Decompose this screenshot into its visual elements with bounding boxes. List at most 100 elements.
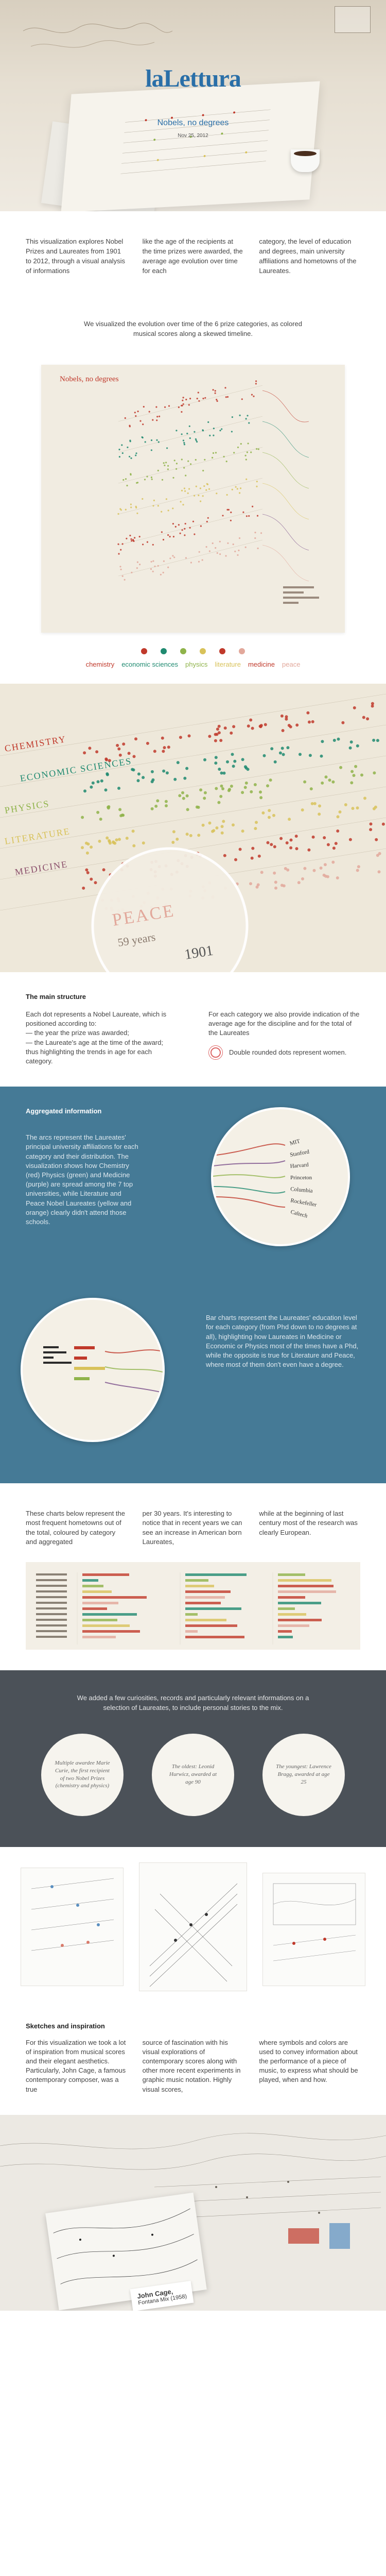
laureate-dot [216, 400, 218, 402]
laureate-dot [232, 765, 235, 768]
laureate-dot [108, 759, 111, 762]
laureate-dot [311, 720, 314, 723]
laureate-dot [173, 556, 176, 558]
intro-paragraph-3: category, the level of education and deg… [259, 238, 357, 275]
hometown-label-bar [36, 1584, 67, 1587]
laureate-dot [221, 787, 224, 791]
laureate-dot [226, 509, 229, 511]
laureate-dot [247, 415, 249, 417]
laureate-dot [189, 437, 191, 439]
laureate-dot [328, 778, 331, 782]
laureate-dot [303, 867, 307, 870]
hometown-bar [185, 1607, 241, 1610]
coffee-cup-image [291, 149, 320, 172]
laureate-dot [266, 784, 269, 788]
laureate-dot [213, 434, 215, 436]
uni-label-3: Harvard [290, 1162, 309, 1170]
laureate-dot [222, 771, 226, 775]
laureate-dot [125, 478, 127, 480]
laureate-dot [256, 515, 259, 517]
evolution-text: We visualized the evolution over time of… [84, 320, 302, 338]
laureate-dot [129, 534, 131, 537]
laureate-dot [273, 760, 277, 764]
laureate-dot [178, 406, 180, 409]
laureate-dot [216, 493, 218, 495]
laureate-dot [235, 486, 237, 488]
laureate-dot [323, 836, 326, 840]
laureate-dot [241, 791, 244, 794]
laureate-dot [116, 743, 119, 747]
laureate-dot [231, 416, 233, 418]
poster-timeline-graphic [117, 380, 319, 604]
hometown-bar [185, 1630, 198, 1633]
aggregated-text-2: Bar charts represent the Laureates' educ… [206, 1314, 359, 1369]
hometown-bar [185, 1601, 221, 1604]
laureate-dot [199, 788, 203, 792]
laureate-dot [318, 804, 321, 808]
laureate-dot [208, 735, 212, 738]
laureate-dot [338, 810, 342, 814]
laureate-dot [172, 555, 174, 557]
uni-label-7: Caltech [290, 1209, 308, 1219]
category-legend: chemistry economic sciences physics lite… [0, 660, 386, 684]
laureate-dot [218, 768, 221, 771]
laureate-dot [268, 816, 271, 819]
laureate-dot [152, 570, 154, 572]
laureate-dot [308, 754, 312, 757]
laureate-dot [139, 420, 142, 422]
hometown-bar [278, 1579, 331, 1582]
laureate-dot [336, 815, 340, 819]
laureate-dot [245, 515, 248, 517]
laureate-dot [202, 495, 204, 497]
laureate-dot [91, 781, 95, 785]
hometown-bar [82, 1607, 107, 1610]
laureate-dot [167, 745, 170, 749]
hometown-bar [185, 1590, 231, 1593]
laureate-dot [165, 771, 169, 775]
laureate-dot [83, 751, 86, 755]
laureate-dot [150, 770, 154, 773]
laureate-dot [141, 436, 143, 438]
laureate-dot [230, 519, 232, 521]
laureate-dot [118, 553, 120, 555]
laureate-dot [122, 479, 125, 481]
laureate-dot [161, 736, 164, 740]
laureate-dot [319, 866, 323, 870]
laureate-dot [309, 787, 313, 791]
laureate-dot [215, 787, 218, 790]
laureate-dot [161, 479, 164, 481]
laureate-dot [348, 746, 352, 750]
laureate-dot [142, 498, 144, 500]
laureate-dot [324, 775, 328, 779]
laureate-dot [184, 534, 186, 536]
inspiration-text-3: where symbols and colors are used to con… [259, 2038, 358, 2084]
corner-note-card [335, 6, 371, 33]
laureate-dot [332, 846, 336, 850]
university-arcs-circle: MIT Stanford Harvard Princeton Columbia … [211, 1107, 350, 1247]
structure-lead: Each dot represents a Nobel Laureate, wh… [26, 1010, 167, 1028]
laureate-dot [130, 473, 132, 476]
laureate-dot [169, 536, 171, 538]
laureate-dot [253, 783, 257, 787]
hometown-bar [82, 1624, 130, 1627]
laureate-dot [180, 501, 182, 503]
legend-medicine: medicine [248, 660, 275, 669]
laureate-dot [154, 804, 158, 808]
laureate-dot [273, 871, 276, 875]
laureate-dot [176, 761, 180, 765]
hometown-bar [82, 1596, 147, 1599]
laureate-dot [105, 758, 108, 761]
laureate-dot [214, 756, 218, 759]
laureate-dot [374, 805, 377, 809]
laureate-dot [354, 765, 358, 768]
laureate-dot [190, 463, 192, 465]
laureate-dot [136, 779, 140, 783]
laureate-dot [214, 761, 218, 765]
laureate-dot [297, 881, 301, 885]
laureate-dot [241, 829, 244, 833]
laureate-dot [144, 441, 146, 443]
laureate-dot [181, 433, 183, 435]
laureate-dot [212, 389, 214, 391]
physics-dot [180, 648, 186, 655]
laureate-dot [156, 416, 159, 418]
